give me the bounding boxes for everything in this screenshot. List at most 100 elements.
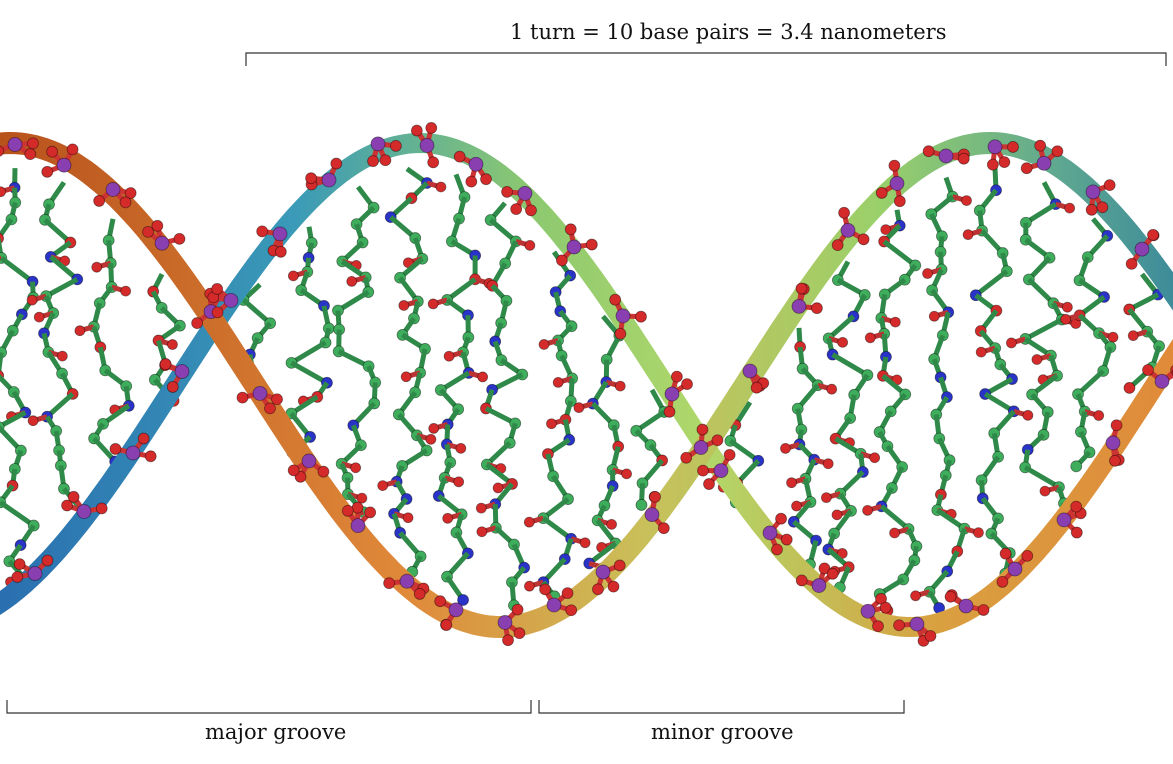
bond [43, 217, 73, 245]
oxygen-atom [614, 327, 627, 340]
oxygen-atom [1147, 228, 1159, 241]
oxygen-atom [999, 547, 1012, 560]
bond [336, 289, 370, 313]
oxygen-atom [61, 499, 73, 512]
oxygen-atom [402, 512, 414, 524]
oxygen-atom [893, 619, 905, 632]
oxygen-atom [173, 232, 186, 245]
oxygen-atom [477, 371, 489, 383]
phosphorus-atom [1134, 241, 1150, 257]
oxygen-atom [142, 225, 154, 238]
oxygen-atom [1051, 145, 1064, 158]
oxygen-atom [922, 268, 933, 279]
oxygen-atom [137, 432, 150, 445]
phosphorus-atom [644, 507, 660, 523]
oxygen-atom [501, 186, 513, 198]
oxygen-atom [379, 154, 392, 167]
oxygen-atom [977, 604, 990, 616]
oxygen-atom [606, 518, 617, 530]
oxygen-atom [502, 634, 514, 647]
oxygen-atom [1062, 301, 1073, 313]
phosphorus-atom [742, 363, 758, 379]
bond [290, 340, 327, 365]
oxygen-atom [880, 224, 892, 236]
oxygen-atom [875, 187, 888, 199]
oxygen-atom [875, 592, 887, 605]
oxygen-atom [1110, 419, 1123, 432]
oxygen-atom [287, 464, 300, 477]
oxygen-atom [453, 150, 466, 163]
oxygen-atom [910, 590, 921, 602]
oxygen-atom [857, 233, 870, 246]
oxygen-atom [330, 157, 343, 170]
oxygen-atom [41, 554, 54, 567]
oxygen-atom [1125, 257, 1138, 270]
bond [587, 541, 618, 566]
phosphorus-atom [399, 573, 415, 589]
oxygen-atom [109, 443, 122, 455]
oxygen-atom [986, 158, 999, 171]
oxygen-atom [837, 336, 849, 348]
oxygen-atom [1034, 139, 1047, 152]
oxygen-atom [1039, 485, 1051, 497]
phosphorus-atom [7, 137, 23, 152]
phosphorus-atom [1154, 373, 1170, 389]
phosphorus-atom [1105, 435, 1121, 451]
oxygen-atom [613, 559, 626, 572]
phosphorus-atom [370, 136, 386, 152]
oxygen-atom [166, 381, 179, 393]
phosphorus-atom [762, 525, 778, 541]
oxygen-atom [427, 156, 440, 169]
phosphorus-atom [860, 603, 876, 619]
oxygen-atom [383, 577, 396, 590]
oxygen-atom [346, 275, 358, 287]
phosphorus-atom [546, 597, 562, 613]
oxygen-atom [525, 204, 537, 217]
oxygen-atom [510, 203, 523, 215]
minor-groove-label: minor groove [651, 720, 794, 744]
phosphorus-atom [272, 226, 288, 242]
oxygen-atom [922, 145, 935, 158]
phosphorus-atom [566, 239, 582, 255]
oxygen-atom [1107, 331, 1119, 343]
oxygen-atom [294, 470, 307, 483]
oxygen-atom [13, 558, 26, 571]
phosphorus-atom [105, 182, 121, 197]
oxygen-atom [657, 522, 670, 535]
oxygen-atom [775, 512, 787, 525]
bond [728, 438, 760, 463]
oxygen-atom [356, 492, 368, 504]
oxygen-atom [211, 306, 224, 319]
bond [1024, 201, 1058, 225]
oxygen-atom [93, 195, 106, 207]
oxygen-atom [413, 588, 426, 600]
oxygen-atom [66, 143, 79, 156]
oxygen-atom [820, 492, 832, 504]
phosphorus-atom [909, 616, 925, 632]
oxygen-atom [546, 418, 557, 430]
phosphorus-atom [713, 463, 729, 479]
phosphorus-atom [791, 298, 807, 314]
oxygen-atom [476, 526, 488, 538]
oxygen-atom [831, 509, 843, 521]
bond [882, 239, 917, 268]
oxygen-atom [513, 627, 526, 640]
phosphorus-atom [56, 157, 72, 173]
oxygen-atom [723, 448, 736, 461]
phosphorus-atom [1036, 155, 1052, 171]
oxygen-atom [523, 516, 535, 528]
oxygen-atom [538, 339, 550, 350]
oxygen-atom [838, 206, 850, 219]
oxygen-atom [826, 383, 838, 395]
oxygen-atom [56, 350, 68, 362]
oxygen-atom [453, 476, 465, 488]
oxygen-atom [511, 603, 524, 616]
major-groove-label: major groove [205, 720, 347, 744]
oxygen-atom [893, 195, 906, 208]
bond [826, 314, 856, 341]
oxygen-atom [0, 145, 5, 157]
phosphorus-atom [301, 453, 317, 469]
oxygen-atom [287, 270, 299, 282]
oxygen-atom [317, 465, 330, 478]
